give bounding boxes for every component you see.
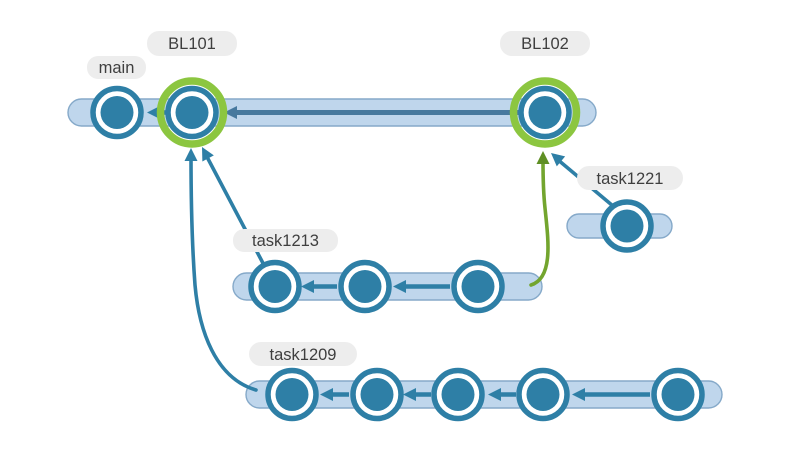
branch-label-task1209[interactable]: task1209	[249, 342, 357, 366]
merge-arrowhead-task1221-to-bl102	[551, 153, 566, 167]
commit-node-task1213-3[interactable]	[451, 259, 505, 314]
commit-node-task1209-1[interactable]	[265, 367, 319, 422]
commit-nodes	[90, 85, 705, 422]
arrowhead-task1213-3-2	[393, 280, 406, 293]
merge-arrow-task1209-to-bl101	[189, 154, 258, 392]
arrowhead-task1213-2-1	[301, 280, 314, 293]
commit-node-task1209-3[interactable]	[431, 367, 485, 422]
branch-label-bl101-text: BL101	[168, 35, 216, 53]
merge-arrowhead-task1213-to-bl101	[202, 147, 214, 162]
merge-arrow-task1213-to-bl102	[529, 158, 550, 287]
branch-label-task1221-text: task1221	[597, 170, 664, 188]
branch-label-task1209-text: task1209	[270, 346, 337, 364]
commit-node-task1213-1[interactable]	[248, 259, 302, 314]
commit-node-task1213-2[interactable]	[338, 259, 392, 314]
highlight-ring-bl101	[156, 77, 228, 148]
branch-label-task1221[interactable]: task1221	[577, 166, 683, 190]
branch-label-task1213-text: task1213	[252, 232, 319, 250]
arrowhead-task1209-4-3	[488, 388, 501, 401]
arrowhead-task1209-2-1	[320, 388, 333, 401]
commit-node-task1209-2[interactable]	[350, 367, 404, 422]
commit-flow-arrows	[147, 106, 650, 401]
arrowhead-bl101-to-main	[147, 106, 160, 119]
merge-arrowhead-task1213-to-bl102	[536, 151, 550, 164]
commit-node-bl102[interactable]	[518, 85, 572, 140]
branch-label-task1213[interactable]: task1213	[233, 229, 338, 252]
merge-arrows	[184, 147, 615, 392]
branch-labels: main BL101 BL102 task1221 task1213 task1…	[87, 31, 683, 366]
commit-node-bl101[interactable]	[165, 85, 219, 140]
arrowhead-task1209-3-2	[403, 388, 416, 401]
branch-label-bl101[interactable]: BL101	[147, 31, 237, 56]
highlight-ring-bl102	[509, 77, 581, 148]
branch-label-bl102-text: BL102	[521, 35, 569, 53]
arrowhead-bl102-to-bl101	[224, 106, 237, 119]
arrowhead-task1209-5-4	[572, 388, 585, 401]
branch-tracks	[67, 98, 723, 409]
commit-node-task1209-4[interactable]	[516, 367, 570, 422]
branch-label-bl102[interactable]: BL102	[500, 31, 590, 56]
commit-node-main[interactable]	[90, 85, 144, 140]
highlight-rings	[156, 77, 581, 148]
branch-label-main-text: main	[99, 59, 135, 77]
commit-node-task1221-1[interactable]	[600, 199, 654, 253]
commit-node-task1209-5[interactable]	[651, 367, 705, 422]
branch-label-main[interactable]: main	[87, 56, 146, 79]
merge-arrowhead-task1209-to-bl101	[184, 148, 198, 161]
